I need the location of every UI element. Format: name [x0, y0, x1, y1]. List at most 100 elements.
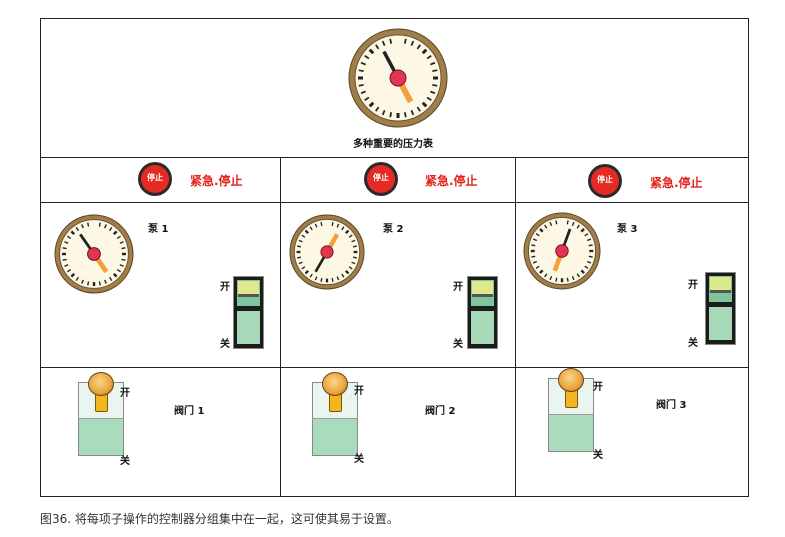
- gauge-tick: [81, 279, 84, 284]
- gauge-tick: [555, 220, 558, 225]
- valve-3-off-label: 关: [593, 450, 603, 461]
- gauge-tick: [364, 55, 370, 60]
- figure-caption: 图36. 将每项子操作的控制器分组集中在一起，这可使其易于设置。: [40, 512, 399, 526]
- gauge-tick: [410, 40, 415, 46]
- lever-knob-icon: [322, 372, 348, 396]
- gauge-tick: [544, 224, 548, 229]
- gauge-hub: [389, 69, 407, 87]
- gauge-tick: [98, 222, 101, 227]
- gauge-tick: [368, 48, 375, 55]
- emergency-stop-button-3[interactable]: 停止: [588, 164, 622, 198]
- emergency-stop-label-3: 紧急.停止: [650, 176, 703, 190]
- gauge-tick: [584, 265, 589, 269]
- pump-2-on-label: 开: [453, 282, 463, 293]
- gauge-tick: [304, 270, 309, 275]
- gauge-tick: [70, 272, 76, 278]
- gauge-tick: [121, 258, 126, 261]
- gauge-tick: [87, 281, 90, 286]
- gauge-tick: [352, 245, 357, 248]
- pump-3-label: 泵 3: [617, 224, 638, 235]
- gauge-tick: [532, 238, 538, 242]
- gauge-tick: [119, 264, 124, 267]
- valve-1-lever[interactable]: [78, 372, 124, 456]
- gauge-tick: [75, 227, 80, 232]
- gauge-tick: [535, 265, 540, 269]
- stop-button-face: 停止: [591, 167, 619, 195]
- gauge-tick: [410, 110, 415, 116]
- gauge-tick: [358, 69, 364, 73]
- gauge-tick: [119, 241, 124, 244]
- gauge-tick: [351, 261, 356, 265]
- main-gauge-label: 多种重要的压力表: [353, 139, 433, 150]
- gauge-tick: [314, 276, 318, 281]
- emergency-stop-button-2[interactable]: 停止: [364, 162, 398, 196]
- gauge-tick: [62, 247, 67, 250]
- gauge-tick: [64, 241, 69, 244]
- column-divider-2: [515, 157, 516, 497]
- emergency-stop-button-1[interactable]: 停止: [138, 162, 172, 196]
- gauge-tick: [75, 276, 80, 281]
- gauge-tick: [304, 229, 309, 234]
- gauge-tick: [121, 247, 126, 250]
- stop-button-face: 停止: [141, 165, 169, 193]
- valve-2-off-label: 关: [354, 454, 364, 465]
- gauge-tick: [571, 275, 575, 281]
- gauge-tick: [426, 96, 432, 101]
- pump-1-switch[interactable]: [233, 276, 264, 349]
- gauge-tick: [531, 255, 536, 258]
- valve-1-off-label: 关: [120, 456, 130, 467]
- gauge-tick: [64, 264, 69, 267]
- gauge-tick: [403, 38, 407, 44]
- gauge-tick: [360, 61, 366, 66]
- gauge-tick: [301, 266, 306, 270]
- gauge-tick: [345, 270, 350, 275]
- gauge-tick: [112, 230, 118, 236]
- gauge-tick: [580, 228, 585, 233]
- lever-knob-icon: [88, 372, 114, 396]
- gauge-tick: [108, 276, 113, 281]
- gauge-tick: [549, 275, 553, 281]
- gauge-tick: [584, 233, 589, 237]
- gauge-tick: [98, 281, 101, 286]
- gauge-tick: [539, 228, 544, 233]
- switch-lower: [237, 311, 260, 344]
- pump-2-gauge-icon: [289, 214, 365, 290]
- gauge-tick: [421, 48, 428, 55]
- gauge-tick: [539, 269, 544, 274]
- gauge-tick: [341, 273, 345, 278]
- pump-3-gauge-icon: [523, 212, 601, 290]
- gauge-tick: [297, 256, 302, 259]
- emergency-stop-label-2: 紧急.停止: [425, 174, 478, 188]
- lever-divider: [312, 418, 358, 419]
- pump-2-switch[interactable]: [467, 276, 498, 349]
- gauge-tick: [298, 261, 303, 265]
- pump-1-on-label: 开: [220, 282, 230, 293]
- pump-3-switch[interactable]: [705, 272, 736, 345]
- gauge-tick: [314, 223, 318, 228]
- divider-pump: [40, 367, 749, 368]
- gauge-tick: [336, 223, 340, 228]
- gauge-tick: [348, 266, 353, 270]
- gauge-tick: [62, 258, 67, 261]
- gauge-tick: [389, 38, 393, 44]
- gauge-tick: [112, 272, 118, 278]
- gauge-tick: [426, 55, 432, 60]
- gauge-tick: [432, 83, 438, 87]
- gauge-tick: [416, 106, 421, 112]
- valve-3-lever[interactable]: [548, 368, 594, 452]
- gauge-tick: [116, 235, 121, 240]
- gauge-tick: [532, 260, 538, 264]
- valve-2-lever[interactable]: [312, 372, 358, 456]
- gauge-tick: [576, 224, 580, 229]
- gauge-tick: [331, 277, 334, 282]
- gauge-tick: [358, 83, 364, 87]
- gauge-tick: [67, 268, 72, 273]
- gauge-tick: [309, 226, 313, 231]
- gauge-tick: [301, 234, 306, 238]
- gauge-tick: [566, 220, 569, 225]
- gauge-tick: [566, 277, 569, 282]
- control-panel: [40, 18, 749, 497]
- gauge-tick: [586, 260, 592, 264]
- valve-1-label: 阀门 1: [174, 406, 205, 417]
- gauge-tick: [104, 224, 107, 229]
